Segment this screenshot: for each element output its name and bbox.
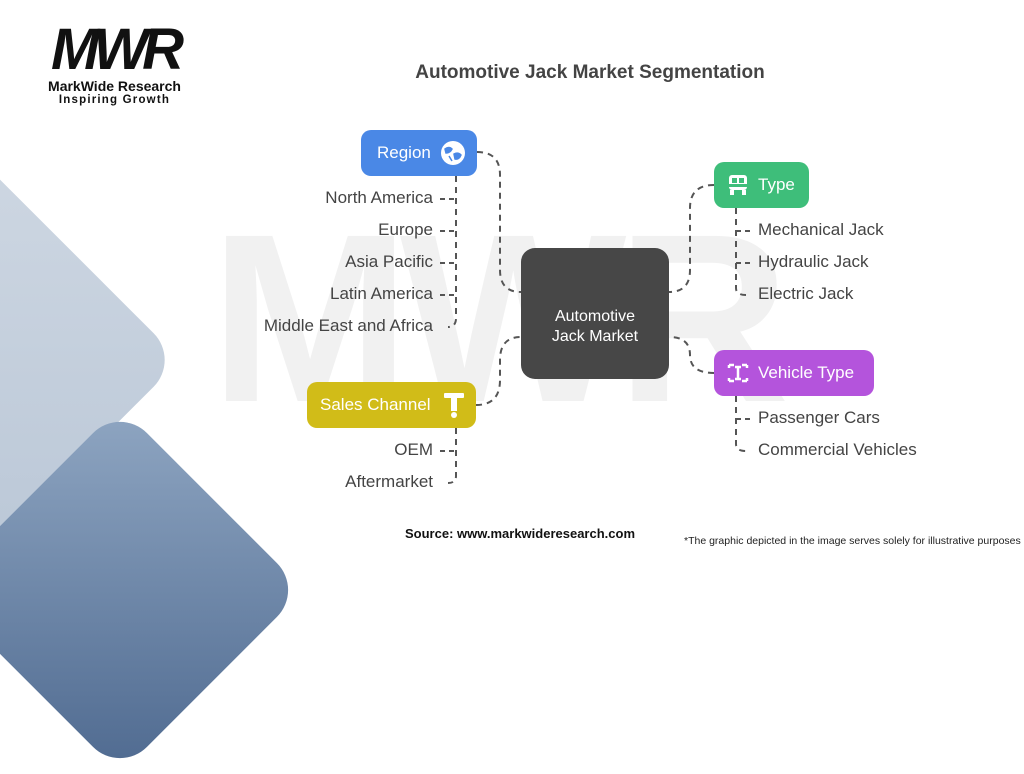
frame-corners-icon [726,361,750,385]
connector-vehicle-spine [735,396,747,452]
connector-sales-spine [447,428,457,484]
segment-type-label: Type [758,175,795,194]
segment-vehicle-type: Vehicle Type [714,350,874,396]
connector-region-center [476,151,522,293]
connector-region-spine [447,176,457,328]
disclaimer-text: *The graphic depicted in the image serve… [684,535,1021,547]
sales-channel-item: Aftermarket [345,472,433,491]
logo-mark: MWR [51,17,184,82]
center-label-line2: Jack Market [551,327,639,345]
page-title: Automotive Jack Market Segmentation [415,62,765,83]
vehicle-front-icon [726,173,750,197]
region-item: North America [325,188,433,207]
region-item: Europe [378,220,433,239]
segment-sales-channel: Sales Channel [307,382,476,428]
segment-region-label: Region [377,143,431,162]
logo-tagline: Inspiring Growth [58,94,171,106]
type-item: Hydraulic Jack [758,252,869,271]
region-item: Asia Pacific [345,252,433,271]
region-item: Middle East and Africa [263,316,433,335]
vehicle-type-item: Commercial Vehicles [758,440,917,459]
connector-type-spine [735,208,747,296]
logo-name: MarkWide Research [48,78,181,94]
segment-region: Region [361,130,477,176]
connector-sales-center [475,336,522,406]
logo: MWR MarkWide Research Inspiring Growth [32,17,197,107]
type-item: Electric Jack [758,284,854,303]
segment-type: Type [714,162,809,208]
segment-vehicle-type-label: Vehicle Type [758,363,855,382]
sales-channel-item: OEM [394,440,433,459]
connector-vehicle-center [668,336,715,374]
t-jack-icon [443,391,465,419]
center-node: Automotive Jack Market [521,248,669,379]
region-item: Latin America [330,284,433,303]
segment-sales-channel-label: Sales Channel [320,395,431,414]
center-label-line1: Automotive [554,307,636,325]
vehicle-type-item: Passenger Cars [758,408,880,427]
globe-icon [440,140,466,166]
source-text: Source: www.markwideresearch.com [405,526,636,541]
connector-type-center [668,184,715,293]
connector-lines [440,151,752,484]
type-item: Mechanical Jack [758,220,884,239]
